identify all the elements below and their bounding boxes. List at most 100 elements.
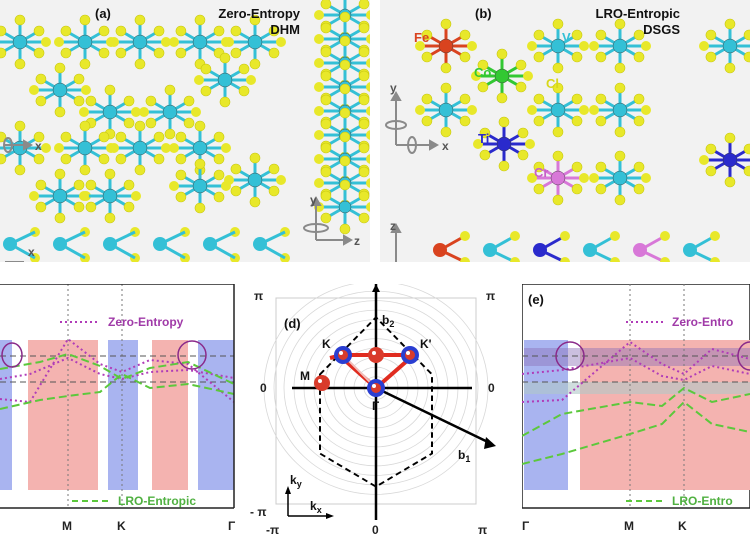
chlorine-atom	[633, 161, 645, 173]
chlorine-atom	[421, 51, 433, 63]
chlorine-atom	[320, 22, 332, 34]
chlorine-atom	[498, 116, 510, 128]
metal-atom	[102, 188, 118, 204]
chlorine-atom	[595, 51, 607, 63]
chlorine-atom	[175, 25, 187, 37]
chlorine-atom	[14, 14, 26, 26]
chlorine-atom	[131, 191, 141, 201]
panel-b-crystal: y x z	[385, 18, 750, 262]
chlorine-atom	[533, 183, 545, 195]
chlorine-atom	[459, 29, 471, 41]
axis-label-b-x: x	[442, 139, 449, 153]
metal-atom	[247, 172, 263, 188]
chlorine-atom	[496, 92, 508, 104]
chlorine-atom	[79, 120, 91, 132]
m-top-point	[368, 347, 384, 363]
chlorine-atom	[460, 231, 470, 241]
metal-atom	[12, 34, 28, 50]
chlorine-atom	[33, 153, 45, 165]
chlorine-atom	[339, 107, 351, 119]
chlorine-atom	[571, 93, 583, 105]
chlorine-atom	[589, 105, 599, 115]
chlorine-atom	[633, 115, 645, 127]
axis-triad-b-xy	[385, 90, 440, 154]
chlorine-atom	[246, 75, 256, 85]
metal-atom	[683, 243, 697, 257]
chlorine-atom	[134, 58, 146, 70]
chlorine-atom	[339, 155, 351, 167]
metal-atom	[338, 200, 352, 214]
chlorine-atom	[109, 143, 119, 153]
chlorine-atom	[79, 14, 91, 26]
chlorine-atom	[579, 105, 589, 115]
chlorine-atom	[314, 106, 324, 116]
chlorine-atom	[98, 47, 110, 59]
chlorine-atom	[517, 127, 529, 139]
lattice-b-structure	[415, 18, 750, 206]
chlorine-atom	[175, 47, 187, 59]
metal-atom	[247, 34, 263, 50]
band-region-blue	[0, 340, 12, 490]
chlorine-atom	[743, 29, 750, 41]
legend-zero-entropy: Zero-Entro	[672, 315, 733, 329]
chlorine-atom	[589, 173, 599, 183]
chlorine-atom	[145, 117, 157, 129]
chlorine-atom	[109, 37, 119, 47]
chlorine-atom	[560, 257, 570, 262]
bond	[9, 242, 36, 260]
element-label-cl: Cl	[546, 76, 559, 91]
chlorine-atom	[115, 47, 127, 59]
chlorine-atom	[213, 191, 225, 203]
metal-atom	[192, 178, 208, 194]
chlorine-atom	[213, 25, 225, 37]
chlorine-atom	[153, 25, 165, 37]
chlorine-atom	[595, 29, 607, 41]
label-b1: b1	[458, 448, 470, 464]
bond	[159, 230, 186, 246]
metal-atom	[550, 102, 566, 118]
chlorine-atom	[724, 132, 736, 144]
lro-entropic-band-upper	[522, 386, 750, 437]
chlorine-atom	[699, 41, 709, 51]
chlorine-atom	[477, 59, 489, 71]
chlorine-atom	[200, 85, 212, 97]
chlorine-atom	[699, 155, 709, 165]
chlorine-atom	[498, 160, 510, 172]
chlorine-atom	[35, 95, 47, 107]
chlorine-atom	[339, 35, 351, 47]
chlorine-atom	[0, 47, 7, 59]
panel-a-title-line2: DHM	[270, 22, 300, 37]
metal-atom	[612, 38, 628, 54]
chlorine-atom	[33, 47, 45, 59]
chlorine-atom	[358, 166, 370, 178]
metal-atom	[612, 170, 628, 186]
chlorine-atom	[510, 257, 520, 262]
chlorine-atom	[153, 131, 165, 143]
chlorine-atom	[459, 51, 471, 63]
metal-atom	[52, 82, 68, 98]
panel-e-label: (e)	[528, 292, 544, 307]
chlorine-atom	[35, 179, 47, 191]
chlorine-atom	[104, 212, 116, 224]
chlorine-atom	[29, 191, 39, 201]
chlorine-atom	[579, 41, 589, 51]
chlorine-atom	[614, 18, 626, 30]
axis-label-x: x	[35, 139, 42, 153]
chlorine-atom	[268, 185, 280, 197]
chlorine-atom	[54, 62, 66, 74]
panel-e-band-plot: Zero-Entro LRO-Entro Γ M K (e)	[522, 284, 750, 533]
label-kprime: K'	[420, 337, 432, 351]
label-ky: ky	[290, 473, 302, 489]
metal-atom	[722, 38, 738, 54]
chlorine-atom	[633, 183, 645, 195]
chlorine-atom	[79, 191, 89, 201]
bond	[209, 230, 236, 246]
chlorine-atom	[743, 165, 750, 177]
chlorine-atom	[249, 58, 261, 70]
metal-atom	[433, 243, 447, 257]
chlorine-atom	[320, 190, 332, 202]
chlorine-atom	[366, 178, 370, 188]
panel-a-title-line1: Zero-Entropy	[218, 6, 300, 21]
bond	[109, 230, 136, 246]
chlorine-atom	[595, 93, 607, 105]
